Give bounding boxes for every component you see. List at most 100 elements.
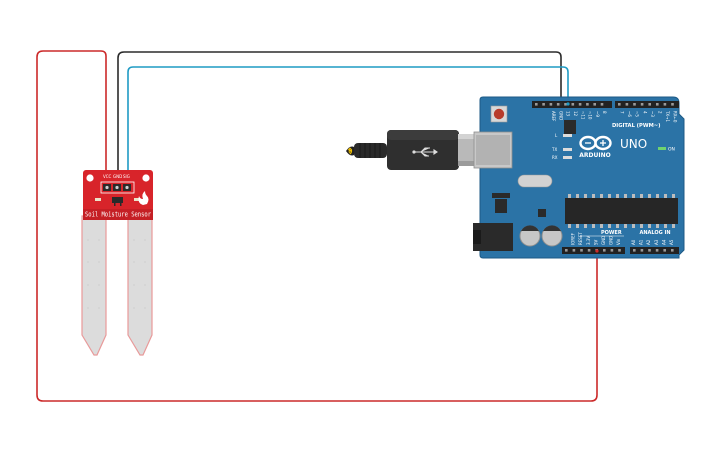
arduino-model: UNO: [620, 137, 647, 151]
sensor-board: [83, 170, 153, 220]
analog-label: ANALOG IN: [639, 230, 670, 236]
analog-pin-label: A0: [631, 239, 636, 245]
signal-wire[interactable]: [127, 66, 569, 176]
analog-pin-label: A2: [646, 239, 651, 245]
digital-pin-label: ~11: [580, 111, 585, 120]
soil-moisture-sensor[interactable]: VCC GND SIG Soil Moisture Sensor: [81, 170, 153, 356]
digital-pin-hole[interactable]: [571, 103, 575, 106]
digital-pin-label: 13: [566, 111, 571, 117]
digital-pin-label: ~5: [635, 111, 640, 117]
power-header: [562, 247, 625, 254]
mounting-hole-right: [142, 174, 150, 182]
digital-pin-hole[interactable]: [663, 103, 667, 106]
header-pin-hole[interactable]: [580, 249, 583, 252]
digital-header-right: [615, 101, 679, 108]
usb-icon: [414, 147, 438, 157]
analog-pin-label: A1: [639, 239, 644, 245]
digital-pin-hole[interactable]: [578, 103, 582, 106]
analog-pin-label: A4: [661, 239, 666, 245]
power-wire-end: [595, 249, 599, 253]
digital-pin-label: 8: [602, 111, 607, 114]
digital-header-label: DIGITAL (PWM~): [612, 123, 660, 129]
header-pin-hole[interactable]: [663, 249, 666, 252]
digital-pin-label: ~3: [650, 111, 655, 117]
analog-pin-label: A3: [654, 239, 659, 245]
power-pin-label: Vin: [616, 238, 621, 245]
digital-pin-hole[interactable]: [600, 103, 604, 106]
digital-pin-hole[interactable]: [648, 103, 651, 106]
digital-pin-hole[interactable]: [671, 103, 674, 106]
header-pin-hole[interactable]: [572, 249, 576, 252]
digital-pin-label: 2: [658, 111, 663, 114]
on-led: [658, 147, 666, 150]
power-label: POWER: [601, 230, 622, 236]
header-pin-hole[interactable]: [565, 249, 568, 252]
signal-wire-end: [566, 102, 570, 106]
led-label-tx: TX: [551, 147, 557, 152]
digital-pin-hole[interactable]: [618, 103, 621, 106]
arduino-infinity-logo: [579, 135, 612, 151]
header-pin-hole[interactable]: [618, 249, 621, 252]
atmega-chip: [565, 198, 678, 224]
digital-pin-hole[interactable]: [633, 103, 636, 106]
on-label: ON: [668, 147, 675, 153]
header-pin-hole[interactable]: [655, 249, 659, 252]
header-pin-hole[interactable]: [633, 249, 636, 252]
sensor-probe-right: [127, 215, 153, 356]
digital-pin-label: GND: [558, 111, 563, 120]
power-pin-label: RESET: [578, 232, 583, 245]
power-wire[interactable]: [36, 50, 598, 402]
sensor-probe-left: [81, 215, 107, 356]
power-pin-label: GND: [601, 236, 606, 245]
digital-pin-hole[interactable]: [625, 103, 629, 106]
power-pin-label: GND: [609, 236, 614, 245]
digital-pin-hole[interactable]: [549, 103, 553, 106]
digital-pin-hole[interactable]: [535, 103, 538, 106]
ground-wire[interactable]: [117, 51, 562, 176]
digital-pin-label: ~10: [588, 111, 593, 120]
digital-pin-label: RX←0: [673, 111, 678, 123]
digital-pin-hole[interactable]: [586, 103, 589, 106]
status-leds: L TX RX: [551, 133, 572, 160]
header-pin-hole[interactable]: [587, 249, 591, 252]
led-label-rx: RX: [552, 155, 558, 160]
digital-pin-hole[interactable]: [556, 103, 560, 106]
analog-pin-label: A5: [669, 239, 674, 245]
digital-pin-label: ~9: [595, 111, 600, 117]
header-pin-hole[interactable]: [671, 249, 674, 252]
power-pin-label: 3.3V: [586, 236, 591, 245]
arduino-brand: ARDUINO: [579, 152, 610, 159]
digital-pin-hole[interactable]: [640, 103, 644, 106]
digital-pin-hole[interactable]: [656, 103, 659, 106]
ground-wire-end: [559, 102, 563, 106]
digital-pin-label: ~6: [627, 111, 632, 117]
sensor-header: [100, 181, 135, 194]
digital-pin-label: AREF: [551, 111, 556, 122]
sensor-pin-vcc: VCC: [103, 174, 112, 179]
digital-pin-hole[interactable]: [542, 103, 545, 106]
crystal: [517, 174, 553, 188]
digital-pin-label: 7: [620, 111, 625, 114]
power-pin-label: 5V: [593, 239, 598, 245]
digital-pin-label: 12: [573, 111, 578, 117]
wires: [36, 50, 598, 402]
header-pin-hole[interactable]: [610, 249, 614, 252]
header-pin-hole[interactable]: [648, 249, 651, 252]
digital-pin-label: 4: [642, 111, 647, 114]
usb-cable[interactable]: [346, 130, 486, 170]
sparkfun-flame-icon: [138, 191, 149, 205]
analog-header: [630, 247, 679, 254]
sensor-pin-gnd: GND: [113, 174, 122, 179]
led-label-l: L: [555, 133, 558, 138]
header-pin-hole[interactable]: [640, 249, 644, 252]
mounting-hole-left: [86, 174, 94, 182]
sensor-pin-sig: SIG: [123, 174, 130, 179]
digital-pin-hole[interactable]: [593, 103, 596, 106]
power-pin-label: IOREF: [571, 232, 576, 245]
digital-pin-hole[interactable]: [564, 103, 567, 106]
sensor-label: Soil Moisture Sensor: [85, 211, 151, 219]
digital-pin-label: TX→1: [665, 110, 670, 123]
header-pin-hole[interactable]: [603, 249, 606, 252]
